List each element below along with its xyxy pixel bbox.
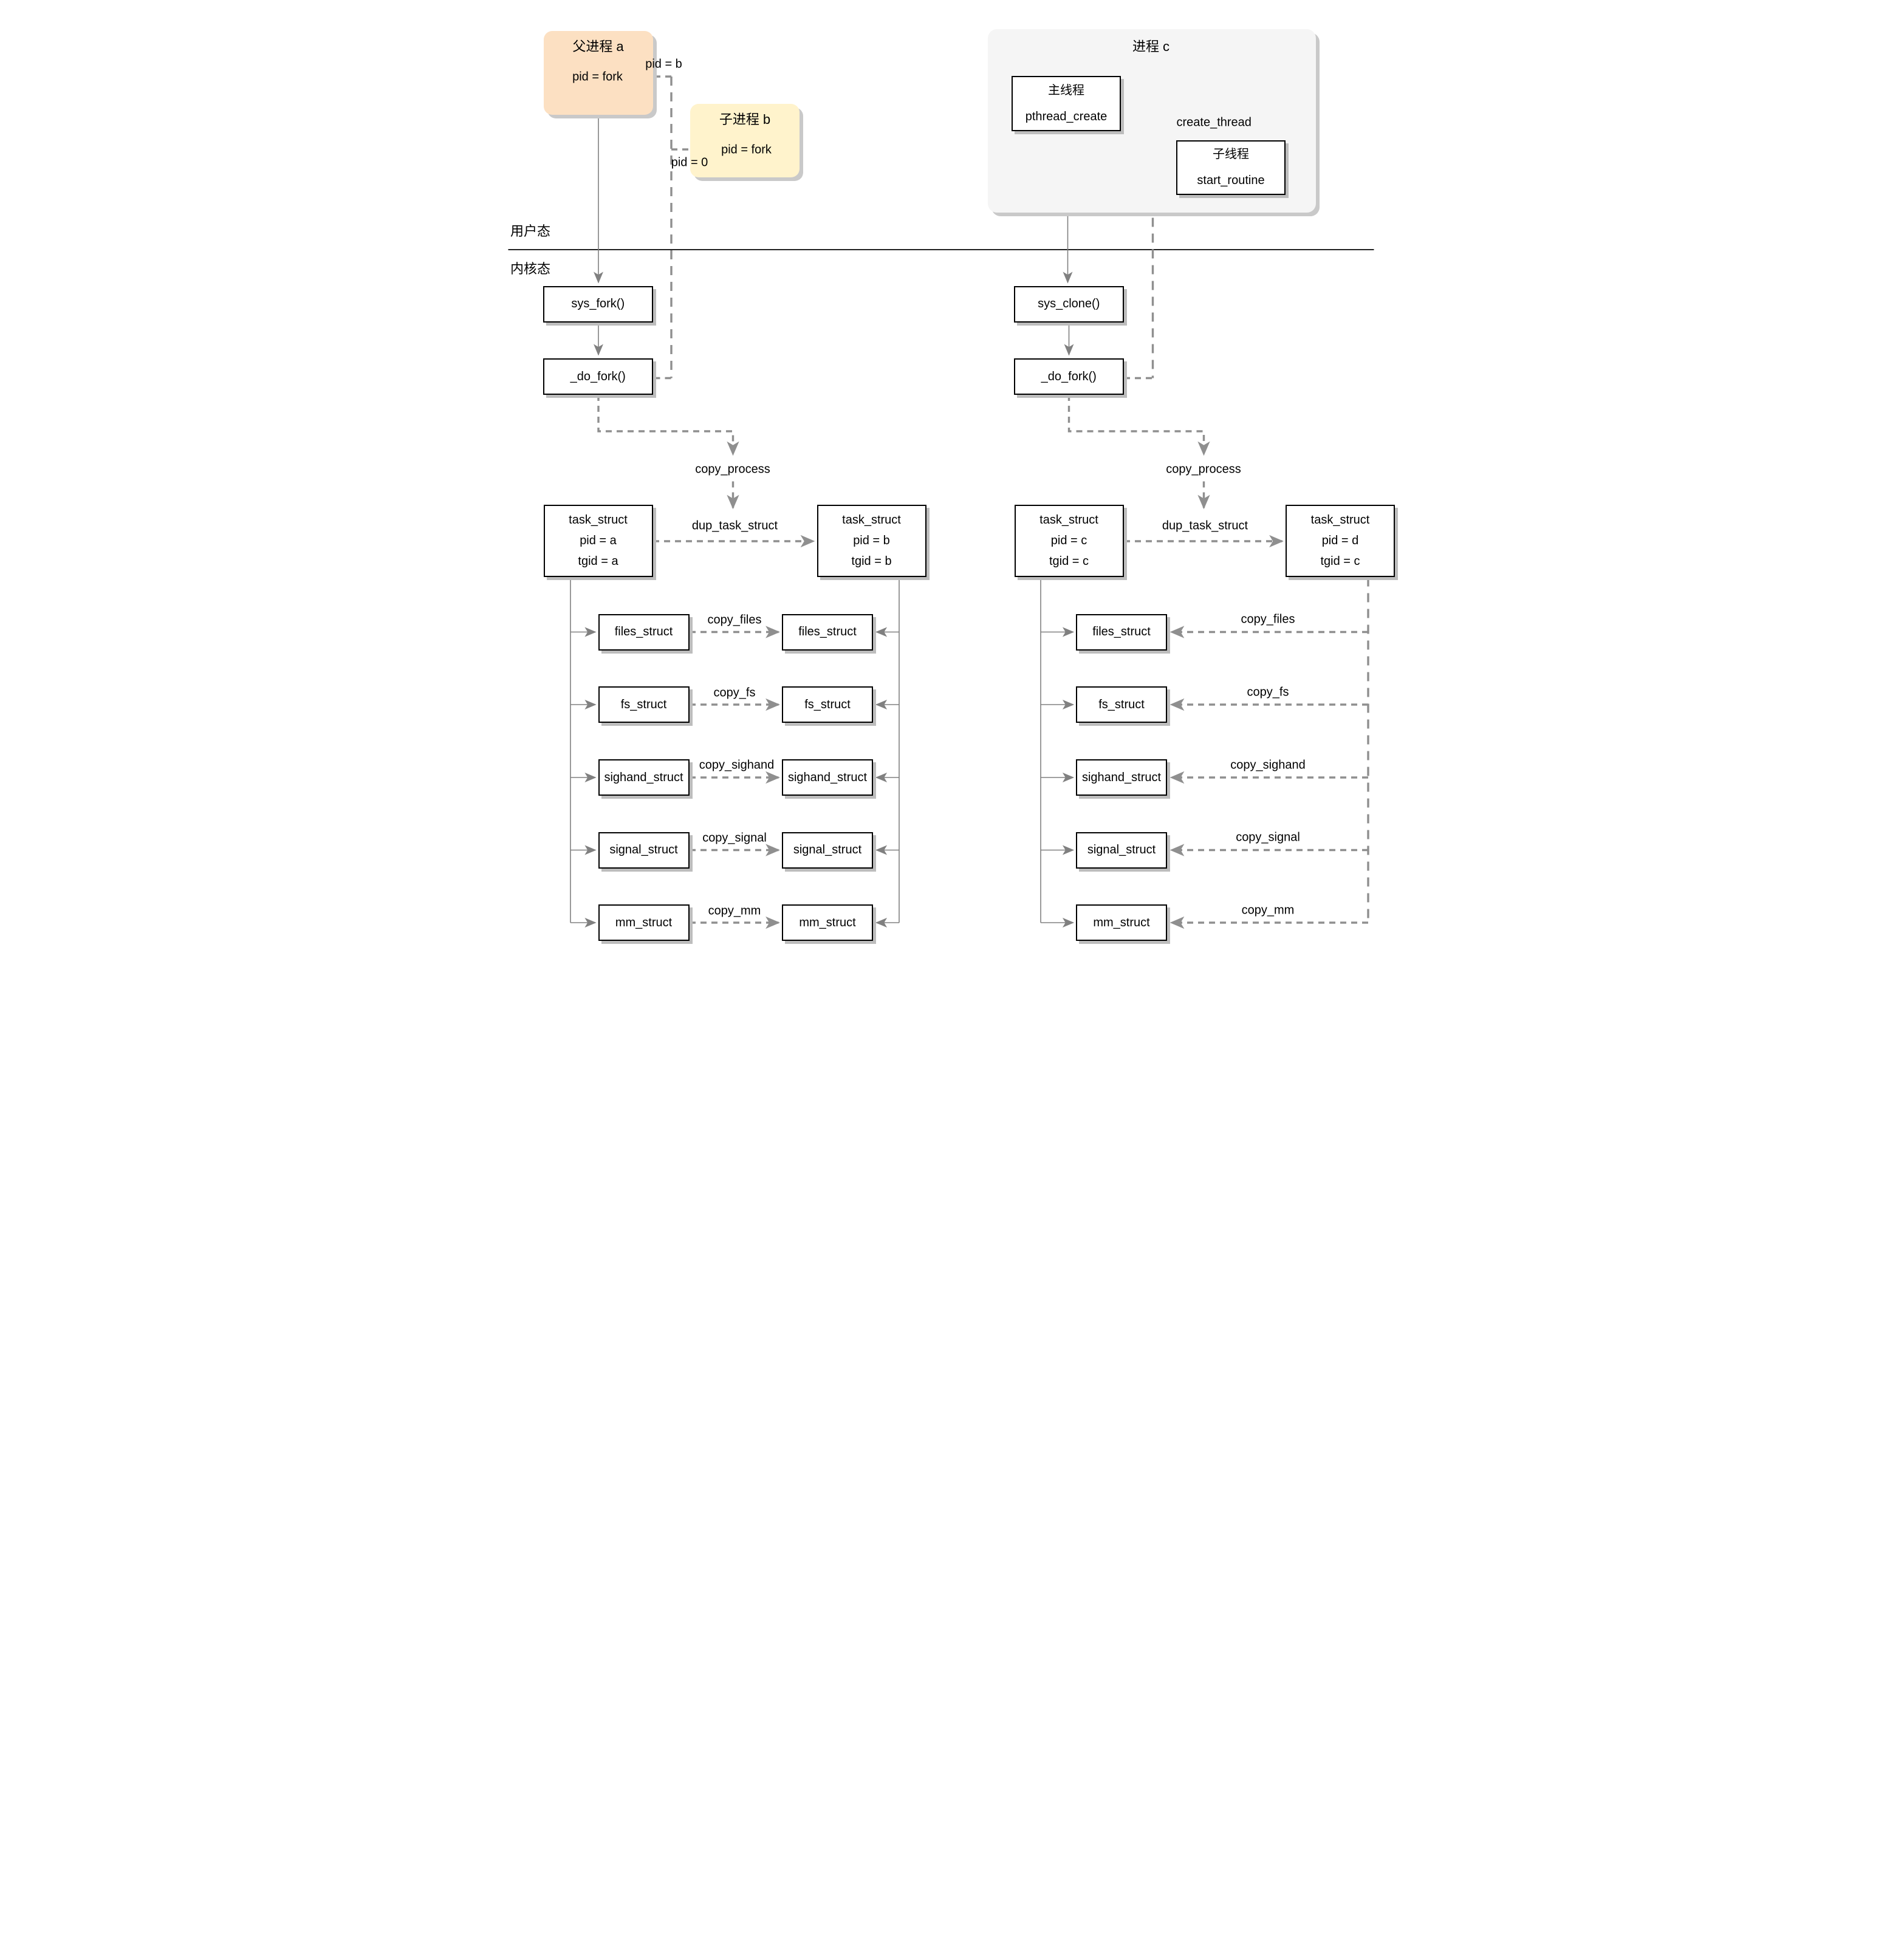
parent-process-a-box <box>544 31 653 115</box>
main-thread-node-line-1: pthread_create <box>1025 109 1108 123</box>
copy-mm-left-label: copy_mm <box>708 904 761 918</box>
child-pid-fork-label: pid = fork <box>721 143 772 156</box>
mm-struct-c-node: mm_struct <box>1076 904 1167 941</box>
sys-clone-node: sys_clone() <box>1014 286 1124 323</box>
child-process-title: 子进程 b <box>719 112 771 127</box>
pid-b-label: pid = b <box>645 57 682 71</box>
copy-signal-left-label: copy_signal <box>702 831 767 845</box>
sys-fork-node: sys_fork() <box>543 286 653 323</box>
sighand-struct-c-node-line-0: sighand_struct <box>1081 770 1162 784</box>
task-struct-d-node-line-0: task_struct <box>1310 513 1370 527</box>
mm-struct-a-node-line-0: mm_struct <box>615 915 673 929</box>
task-struct-a-node-line-0: task_struct <box>569 513 628 527</box>
dofork-to-copyprocess-right <box>1067 395 1210 456</box>
mm-struct-b-node: mm_struct <box>782 904 873 941</box>
fs-struct-c-node-line-0: fs_struct <box>1098 697 1145 711</box>
copy-process-right-label: copy_process <box>1166 462 1241 476</box>
files-struct-b-node-line-0: files_struct <box>798 625 857 638</box>
sighand-struct-b-node: sighand_struct <box>782 759 873 796</box>
task-struct-c-node-line-2: tgid = c <box>1049 554 1089 568</box>
copy-files-left-label: copy_files <box>707 613 762 627</box>
task-struct-c-node-line-1: pid = c <box>1050 533 1087 547</box>
create-thread-label: create_thread <box>1176 115 1252 129</box>
sys-fork-node-line-0: sys_fork() <box>571 297 625 311</box>
copy-sighand-left-label: copy_sighand <box>699 758 775 771</box>
dup-task-struct-right-label: dup_task_struct <box>1162 519 1248 532</box>
mm-struct-a-node: mm_struct <box>598 904 690 941</box>
fs-struct-b-node: fs_struct <box>782 686 873 723</box>
signal-struct-b-node-line-0: signal_struct <box>793 843 862 856</box>
parent-pid-fork-label: pid = fork <box>572 70 623 83</box>
sighand-struct-a-node-line-0: sighand_struct <box>604 770 683 784</box>
task-struct-c-node-line-0: task_struct <box>1039 513 1098 527</box>
copy-fs-left-label: copy_fs <box>713 686 756 699</box>
copy-process-left-label: copy_process <box>695 462 770 476</box>
dofork-to-copyprocess-left <box>597 395 739 456</box>
task-struct-b-node-line-1: pid = b <box>853 533 890 547</box>
task-struct-b-node-line-2: tgid = b <box>851 554 892 568</box>
process-c-title: 进程 c <box>1132 39 1170 54</box>
fs-struct-c-node: fs_struct <box>1076 686 1167 723</box>
signal-struct-c-node-line-0: signal_struct <box>1087 843 1156 856</box>
sighand-struct-a-node: sighand_struct <box>598 759 690 796</box>
copy-mm-right-label: copy_mm <box>1241 903 1295 917</box>
main-thread-node: 主线程 pthread_create <box>1012 76 1121 131</box>
files-struct-c-node-line-0: files_struct <box>1092 625 1151 638</box>
signal-struct-a-node: signal_struct <box>598 832 690 869</box>
copy-sighand-right-label: copy_sighand <box>1230 758 1306 771</box>
files-struct-a-node: files_struct <box>598 613 690 651</box>
do-fork-right-node-line-0: _do_fork() <box>1041 369 1097 383</box>
fs-struct-b-node-line-0: fs_struct <box>804 697 851 711</box>
signal-struct-c-node: signal_struct <box>1076 832 1167 869</box>
fs-struct-a-node-line-0: fs_struct <box>620 697 667 711</box>
task-struct-b-node-line-0: task_struct <box>842 513 901 527</box>
main-thread-node-line-0: 主线程 <box>1048 83 1084 97</box>
task-struct-a-node-line-1: pid = a <box>580 533 617 547</box>
task-struct-d-node-line-1: pid = d <box>1321 533 1359 547</box>
signal-struct-a-node-line-0: signal_struct <box>609 843 678 856</box>
copy-fs-right-label: copy_fs <box>1247 685 1289 699</box>
sighand-struct-b-node-line-0: sighand_struct <box>787 770 868 784</box>
mm-struct-b-node-line-0: mm_struct <box>799 915 856 929</box>
child-thread-node-line-1: start_routine <box>1197 173 1265 187</box>
fs-struct-a-node: fs_struct <box>598 686 690 723</box>
do-fork-right-node: _do_fork() <box>1014 358 1124 395</box>
files-struct-c-node: files_struct <box>1076 613 1167 651</box>
process-thread-creation-diagram: 主线程 pthread_create 子线程 start_routine sys_for… <box>476 0 1428 976</box>
parent-process-title: 父进程 a <box>572 39 624 54</box>
kernel-mode-label: 内核态 <box>510 261 551 276</box>
pid-0-label: pid = 0 <box>671 155 708 169</box>
child-thread-node: 子线程 start_routine <box>1176 140 1286 195</box>
task-struct-d-node-line-2: tgid = c <box>1320 554 1360 568</box>
do-fork-left-node: _do_fork() <box>543 358 653 395</box>
child-process-b-box <box>690 104 800 177</box>
child-thread-node-line-0: 子线程 <box>1213 147 1249 161</box>
files-struct-b-node: files_struct <box>782 613 873 651</box>
dup-task-struct-left-label: dup_task_struct <box>691 519 778 532</box>
copy-signal-right-label: copy_signal <box>1236 830 1300 844</box>
sighand-struct-c-node: sighand_struct <box>1076 759 1167 796</box>
signal-struct-b-node: signal_struct <box>782 832 873 869</box>
copy-files-right-label: copy_files <box>1241 612 1295 626</box>
do-fork-left-node-line-0: _do_fork() <box>570 369 626 383</box>
task-struct-a-node-line-2: tgid = a <box>578 554 618 568</box>
user-mode-label: 用户态 <box>510 224 551 239</box>
files-struct-a-node-line-0: files_struct <box>614 625 673 638</box>
sys-clone-node-line-0: sys_clone() <box>1038 297 1100 311</box>
mm-struct-c-node-line-0: mm_struct <box>1093 915 1150 929</box>
